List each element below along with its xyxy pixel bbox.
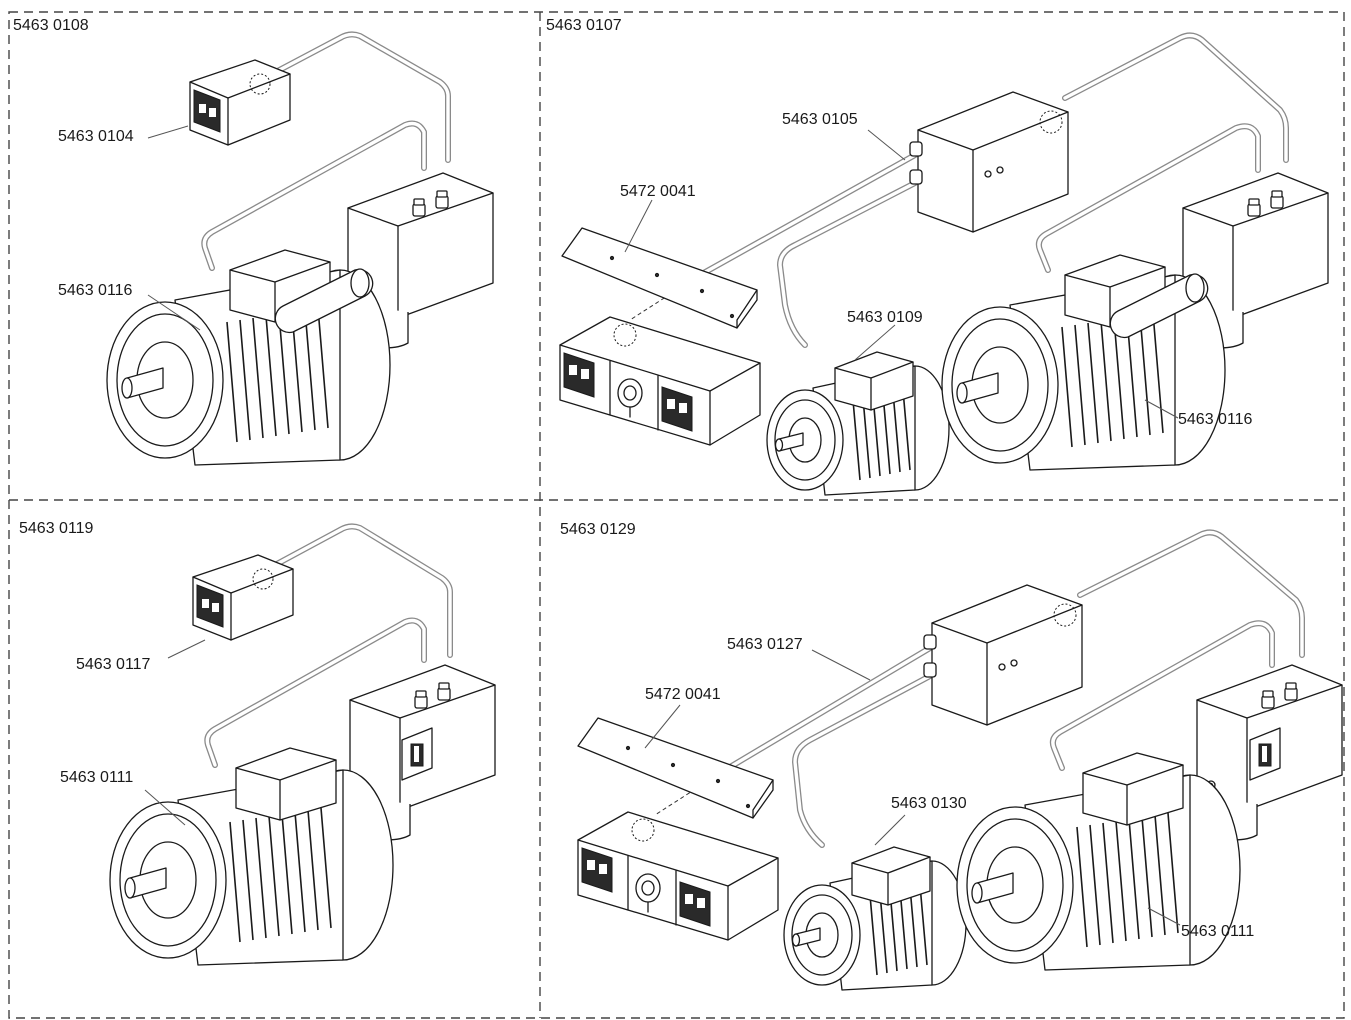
- label-small-motor: 5463 0130: [891, 795, 967, 812]
- mounting-plate: [577, 717, 774, 819]
- small-motor: [783, 846, 967, 991]
- panel-bottom-right: 5463 0129 5463 0127 5472 0041 5463 0130 …: [560, 521, 1343, 991]
- panel-title: 5463 0107: [546, 17, 622, 34]
- junction-box: [923, 584, 1083, 726]
- label-switch: 5463 0104: [58, 128, 134, 145]
- panel-top-right: 5463 0107 5463 0105 5472 0041 5463 0109 …: [546, 17, 1329, 496]
- cables: [629, 32, 1289, 348]
- motor-with-capacitor: [106, 249, 391, 466]
- label-plate: 5472 0041: [645, 686, 721, 703]
- panel-bottom-left: 5463 0119 5463 0117 5463 0111: [19, 520, 496, 966]
- label-motor: 5463 0116: [58, 282, 133, 299]
- small-motor: [766, 351, 950, 496]
- cables: [204, 523, 453, 768]
- motor-with-capacitor: [941, 254, 1226, 471]
- label-cable: 5463 0105: [782, 111, 858, 128]
- label-small-motor: 5463 0109: [847, 309, 923, 326]
- label-switch: 5463 0117: [76, 656, 151, 673]
- label-cable: 5463 0127: [727, 636, 803, 653]
- junction-box: [909, 91, 1069, 233]
- label-motor: 5463 0116: [1178, 411, 1253, 428]
- label-motor: 5463 0111: [60, 769, 133, 786]
- switch-box: [192, 554, 294, 641]
- cables: [201, 31, 451, 271]
- panel-title: 5463 0129: [560, 521, 636, 538]
- motor: [109, 747, 394, 966]
- panel-title: 5463 0119: [19, 520, 94, 537]
- panel-title: 5463 0108: [13, 17, 89, 34]
- label-plate: 5472 0041: [620, 183, 696, 200]
- label-motor: 5463 0111: [1181, 923, 1254, 940]
- mounting-plate: [561, 227, 758, 329]
- panel-frames: [8, 11, 1345, 1019]
- triple-switch-unit: [559, 316, 761, 446]
- switch-box: [189, 59, 291, 146]
- cables: [654, 529, 1305, 848]
- panel-top-left: 5463 0108 5463 0104 5463 0116: [13, 17, 494, 466]
- triple-switch-unit: [577, 811, 779, 941]
